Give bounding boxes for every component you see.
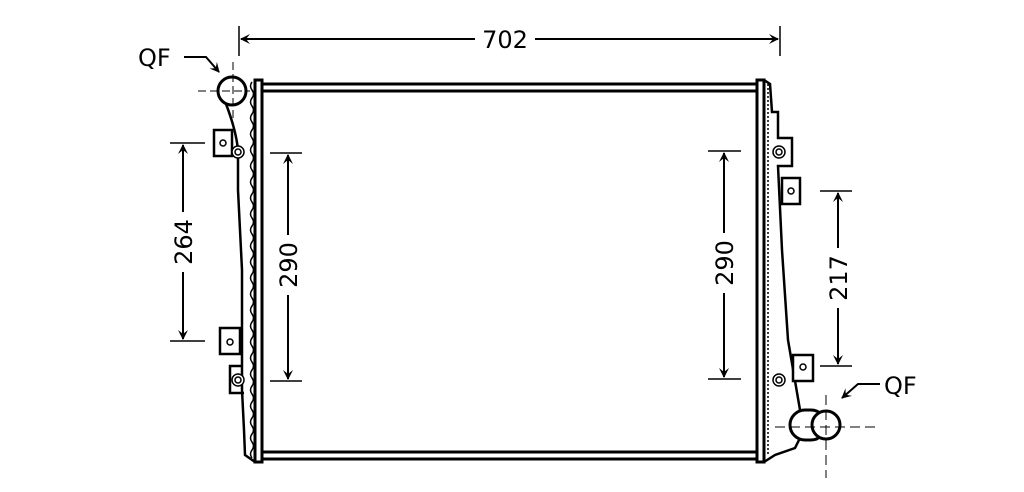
outlet-callout: QF [841, 372, 917, 400]
outlet-pipe [775, 395, 880, 478]
inlet-callout: QF [138, 44, 220, 73]
width-dimension: 702 [238, 26, 781, 56]
outlet-label: QF [884, 372, 917, 400]
mounting-bracket [218, 326, 245, 395]
left-height-label: 290 [275, 242, 303, 288]
inlet-label: QF [138, 44, 171, 72]
inlet-pipe [198, 62, 250, 122]
right-tank [755, 78, 815, 464]
mounting-bracket [780, 176, 802, 206]
mounting-bracket [212, 128, 245, 159]
right-height-dimension: 290 [708, 150, 741, 380]
mounting-bracket [791, 353, 815, 383]
right-bracket-dimension: 217 [820, 190, 853, 367]
left-height-dimension: 290 [270, 152, 303, 382]
left-tank [212, 78, 264, 464]
right-bracket-label: 217 [825, 255, 853, 301]
radiator-core [262, 82, 757, 461]
left-bracket-dimension: 264 [170, 142, 205, 342]
right-height-label: 290 [711, 240, 739, 286]
left-bracket-label: 264 [170, 219, 198, 265]
width-label: 702 [482, 26, 528, 54]
